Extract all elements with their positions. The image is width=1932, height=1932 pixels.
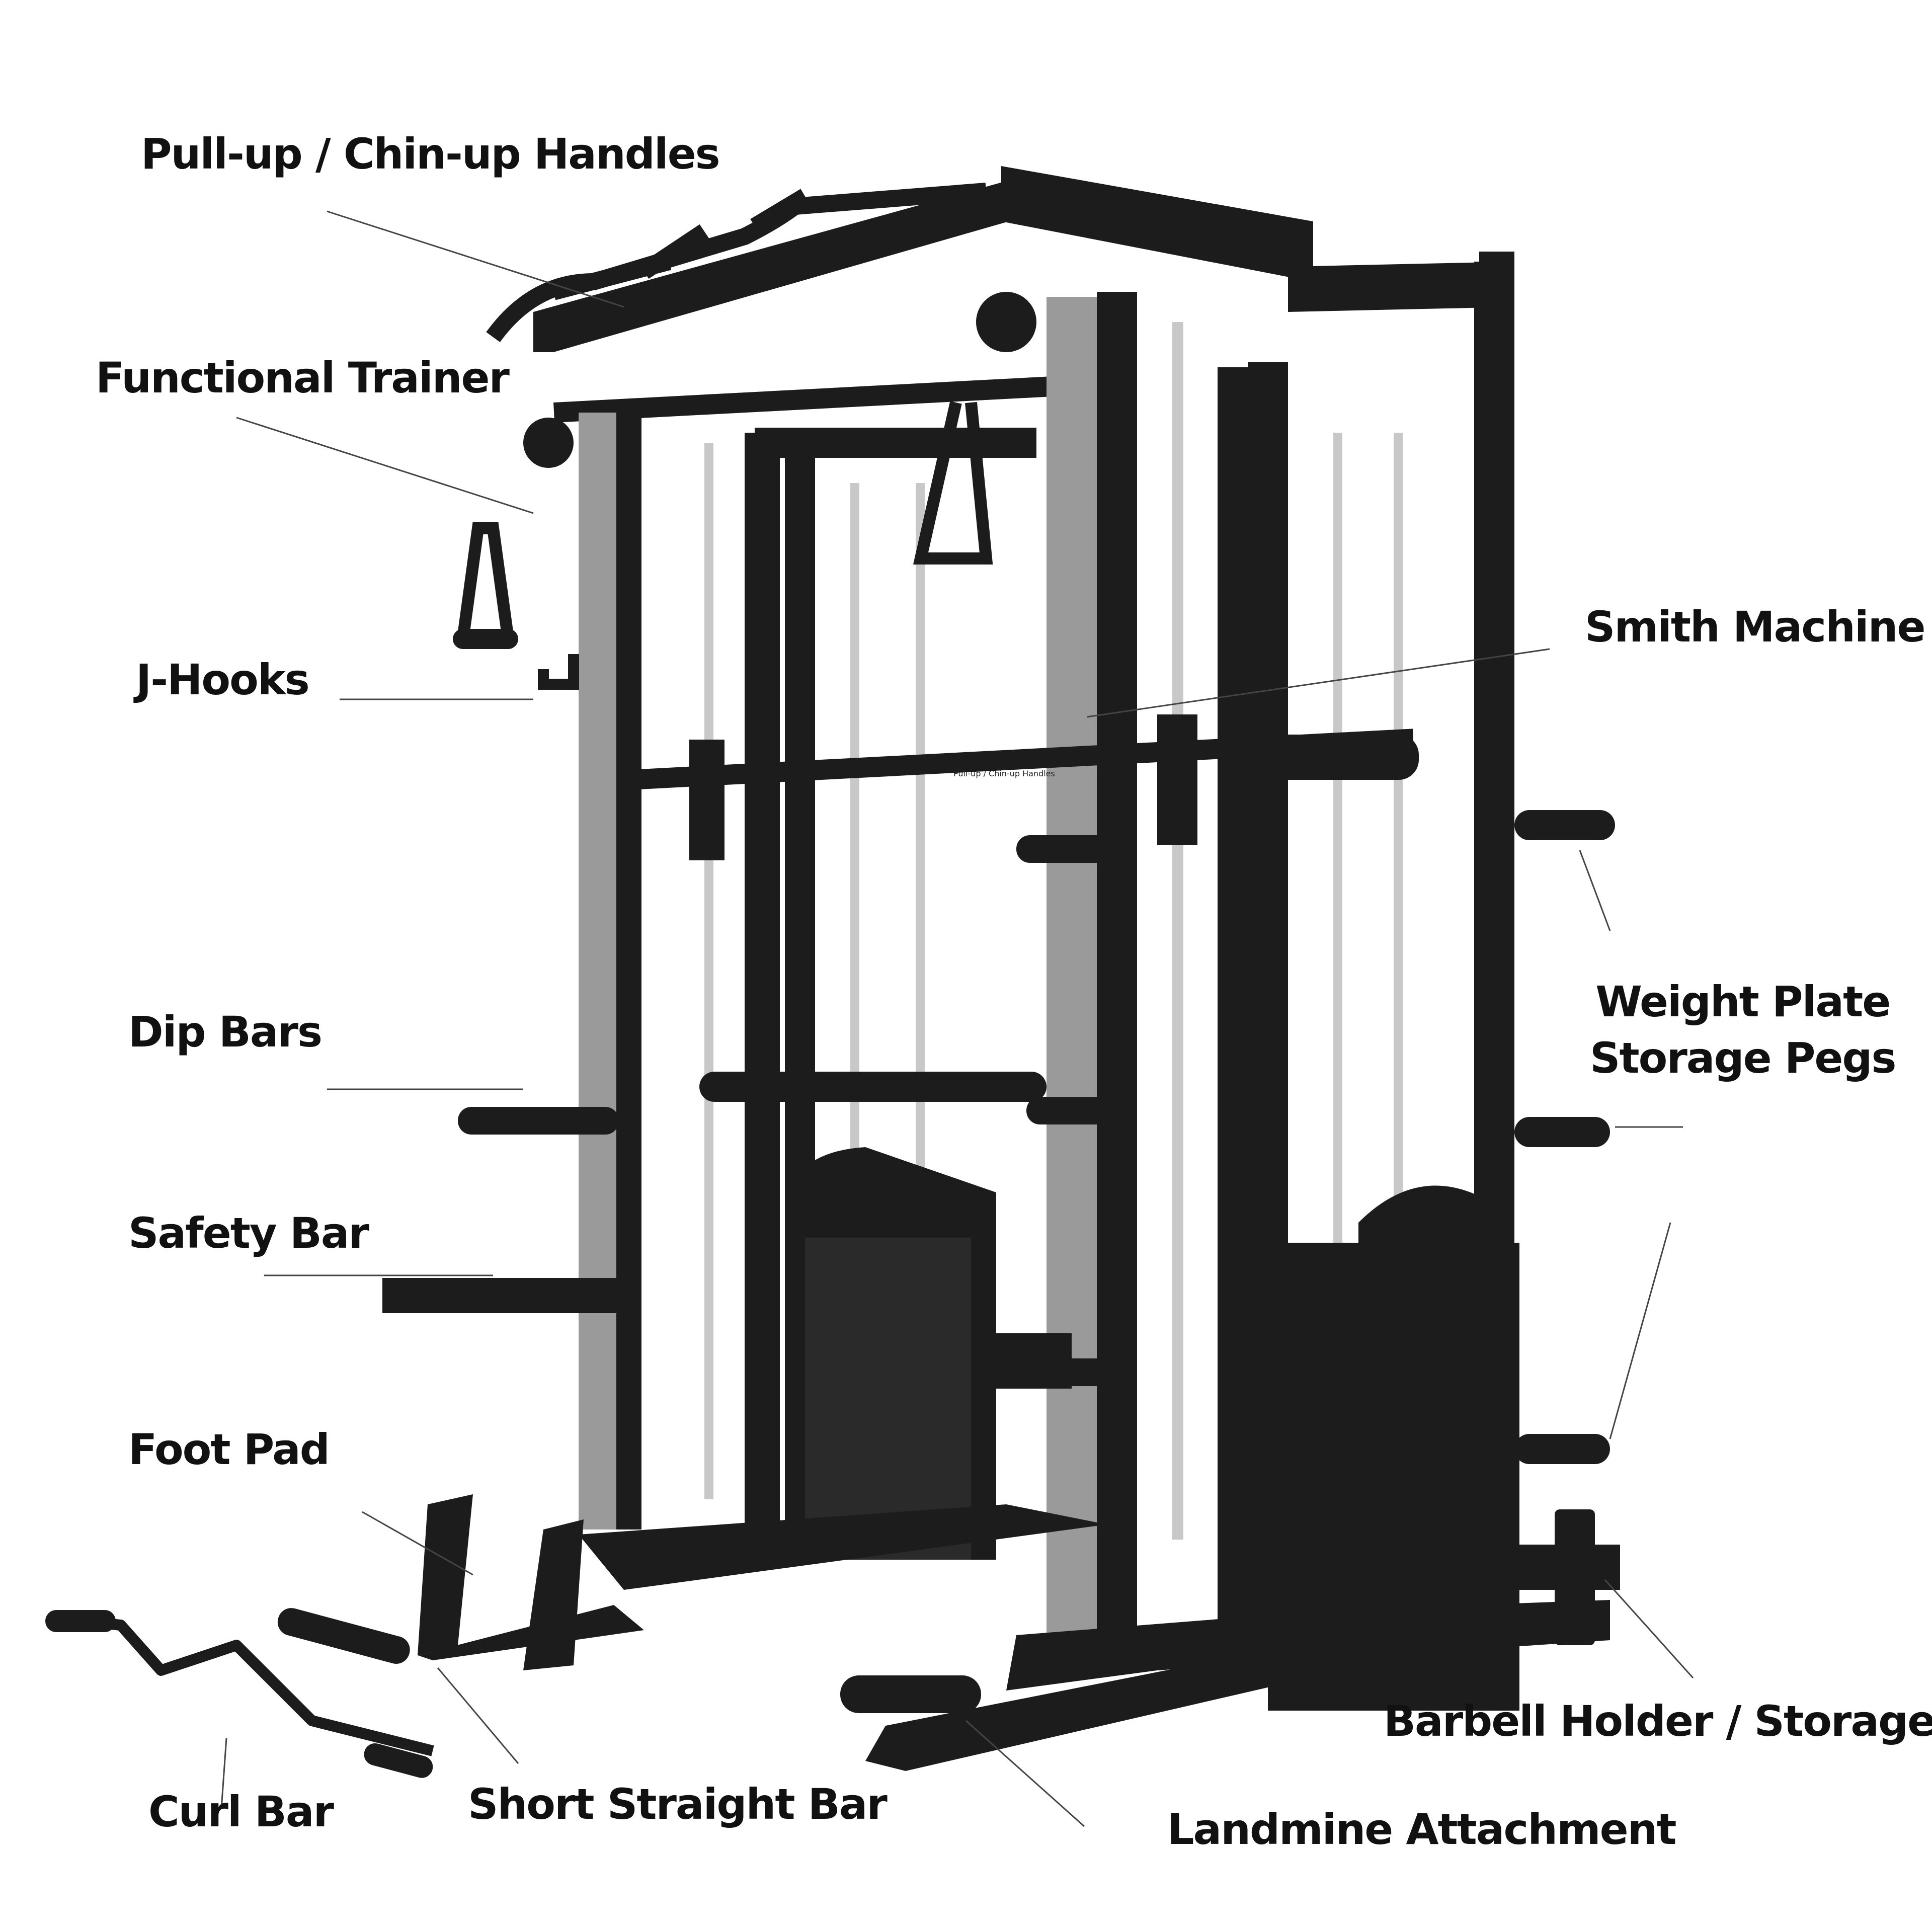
- label-weight-plate-line1: Weight Plate: [1595, 977, 1891, 1026]
- label-j-hooks: J-Hooks: [136, 655, 310, 704]
- label-dip-bars: Dip Bars: [128, 1007, 323, 1057]
- label-landmine: Landmine Attachment: [1167, 1805, 1677, 1854]
- label-curl-bar: Curl Bar: [148, 1787, 334, 1836]
- label-smith-machine: Smith Machine: [1585, 602, 1925, 652]
- label-pullup-handles: Pull-up / Chin-up Handles: [141, 129, 720, 179]
- label-functional-trainer: Functional Trainer: [96, 353, 510, 403]
- label-weight-plate-line2: Storage Pegs: [1590, 1033, 1896, 1083]
- label-safety-bar: Safety Bar: [128, 1209, 369, 1258]
- label-weight-plate-pegs: Weight Plate Storage Pegs: [1590, 974, 1896, 1086]
- label-foot-pad: Foot Pad: [128, 1425, 330, 1474]
- label-barbell-holder: Barbell Holder / Storage: [1384, 1697, 1932, 1746]
- bar-overlay-text: Pull-up / Chin-up Handles: [953, 769, 1055, 778]
- label-short-straight-bar: Short Straight Bar: [468, 1780, 888, 1829]
